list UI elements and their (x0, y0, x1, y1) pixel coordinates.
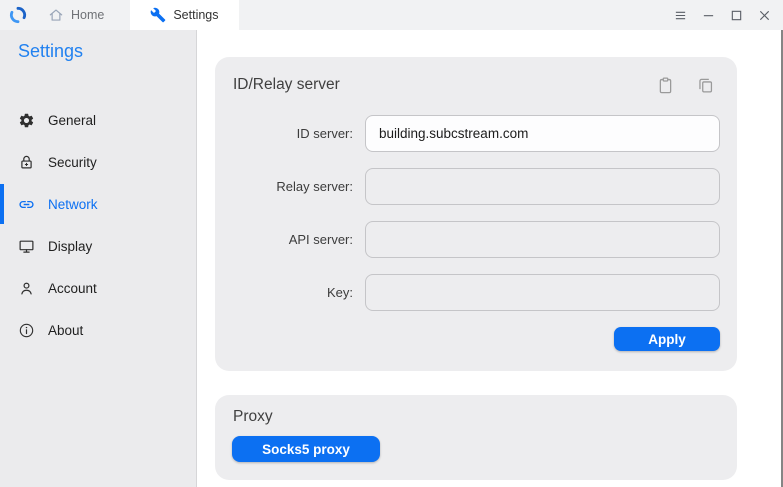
lock-plus-icon (21, 155, 32, 168)
api-server-label: API server: (288, 232, 353, 247)
minimize-icon[interactable] (695, 2, 721, 28)
gear-icon (19, 113, 34, 127)
tab-settings-label: Settings (173, 8, 219, 22)
proxy-title: Proxy (233, 408, 273, 425)
sidebar-item-account[interactable]: Account (0, 267, 196, 309)
id-server-row: ID server: (215, 115, 737, 152)
settings-sidebar: Settings General Security (0, 30, 197, 487)
sidebar-item-about[interactable]: About (0, 309, 196, 351)
paste-icon[interactable] (656, 76, 675, 95)
relay-server-row: Relay server: (215, 168, 737, 205)
sidebar-item-general[interactable]: General (0, 99, 196, 141)
monitor-icon (19, 240, 34, 253)
rustdesk-logo-icon (9, 6, 27, 24)
key-row: Key: (215, 274, 737, 311)
sidebar-item-display[interactable]: Display (0, 225, 196, 267)
relay-server-label: Relay server: (276, 179, 353, 194)
socks5-proxy-button[interactable]: Socks5 proxy (232, 436, 380, 462)
sidebar-item-label: General (48, 112, 97, 128)
sidebar-item-label: Account (48, 280, 97, 296)
sidebar-title: Settings (18, 41, 84, 61)
id-relay-server-card: ID/Relay server ID server: (215, 57, 737, 371)
window-right-edge (781, 30, 783, 487)
home-icon (49, 9, 63, 21)
sidebar-item-label: About (48, 322, 84, 338)
close-icon[interactable] (751, 2, 777, 28)
sidebar-item-network[interactable]: Network (0, 183, 196, 225)
card-title: ID/Relay server (233, 76, 340, 93)
info-icon (19, 323, 34, 337)
tab-home[interactable]: Home (34, 0, 118, 30)
sidebar-item-label: Display (48, 238, 93, 254)
sidebar-item-label: Network (48, 196, 98, 212)
maximize-icon[interactable] (723, 2, 749, 28)
api-server-row: API server: (215, 221, 737, 258)
relay-server-input[interactable] (365, 168, 720, 205)
tab-home-label: Home (71, 8, 105, 22)
sidebar-nav: General Security Network (0, 99, 196, 351)
link-icon (19, 200, 34, 208)
sidebar-item-label: Security (48, 154, 97, 170)
person-icon (21, 282, 32, 294)
network-settings-panel: ID/Relay server ID server: (197, 30, 783, 487)
apply-button[interactable]: Apply (614, 327, 720, 351)
key-input[interactable] (365, 274, 720, 311)
menu-icon[interactable] (667, 2, 693, 28)
tab-bar: Home Settings (0, 0, 783, 30)
proxy-card: Proxy Socks5 proxy (215, 395, 737, 480)
id-server-label: ID server: (296, 126, 353, 141)
key-label: Key: (326, 285, 353, 300)
window-controls (667, 0, 783, 30)
tab-settings[interactable]: Settings (130, 0, 239, 30)
api-server-input[interactable] (365, 221, 720, 258)
sidebar-item-security[interactable]: Security (0, 141, 196, 183)
id-server-input[interactable] (365, 115, 720, 152)
wrench-icon (150, 7, 166, 23)
copy-icon[interactable] (696, 76, 715, 95)
